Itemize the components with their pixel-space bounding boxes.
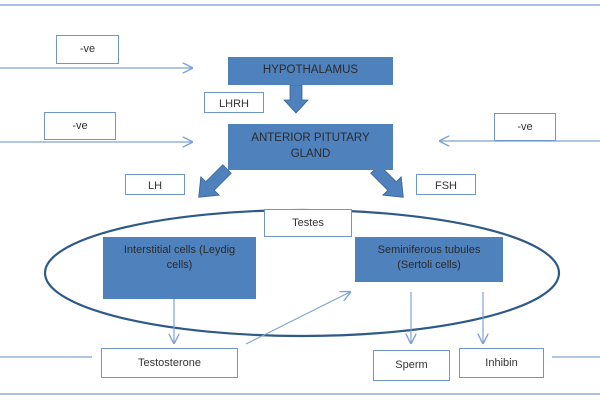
sperm-box: Sperm: [373, 350, 450, 381]
negative-feedback-label-hypothalamus: -ve: [56, 35, 119, 64]
seminiferous-tubules-box: Seminiferous tubules (Sertoli cells): [355, 237, 503, 282]
lh-label: LH: [125, 174, 185, 195]
negative-feedback-label-pituitary-left: -ve: [44, 112, 116, 140]
testosterone-box: Testosterone: [101, 348, 238, 378]
testosterone-to-tubules-arrow: [245, 292, 350, 345]
interstitial-cells-box: Interstitial cells (Leydig cells): [103, 237, 256, 299]
testes-label: Testes: [264, 209, 352, 237]
lh-block-arrow: [198, 164, 232, 198]
inhibin-box: Inhibin: [459, 348, 544, 378]
negative-feedback-label-pituitary-right: -ve: [494, 113, 556, 141]
fsh-label: FSH: [416, 174, 476, 195]
lhrh-label: LHRH: [204, 92, 264, 113]
hypothalamus-box: HYPOTHALAMUS: [228, 57, 393, 85]
lhrh-block-arrow: [283, 84, 309, 114]
anterior-pituitary-box: ANTERIOR PITUTARY GLAND: [228, 124, 393, 170]
